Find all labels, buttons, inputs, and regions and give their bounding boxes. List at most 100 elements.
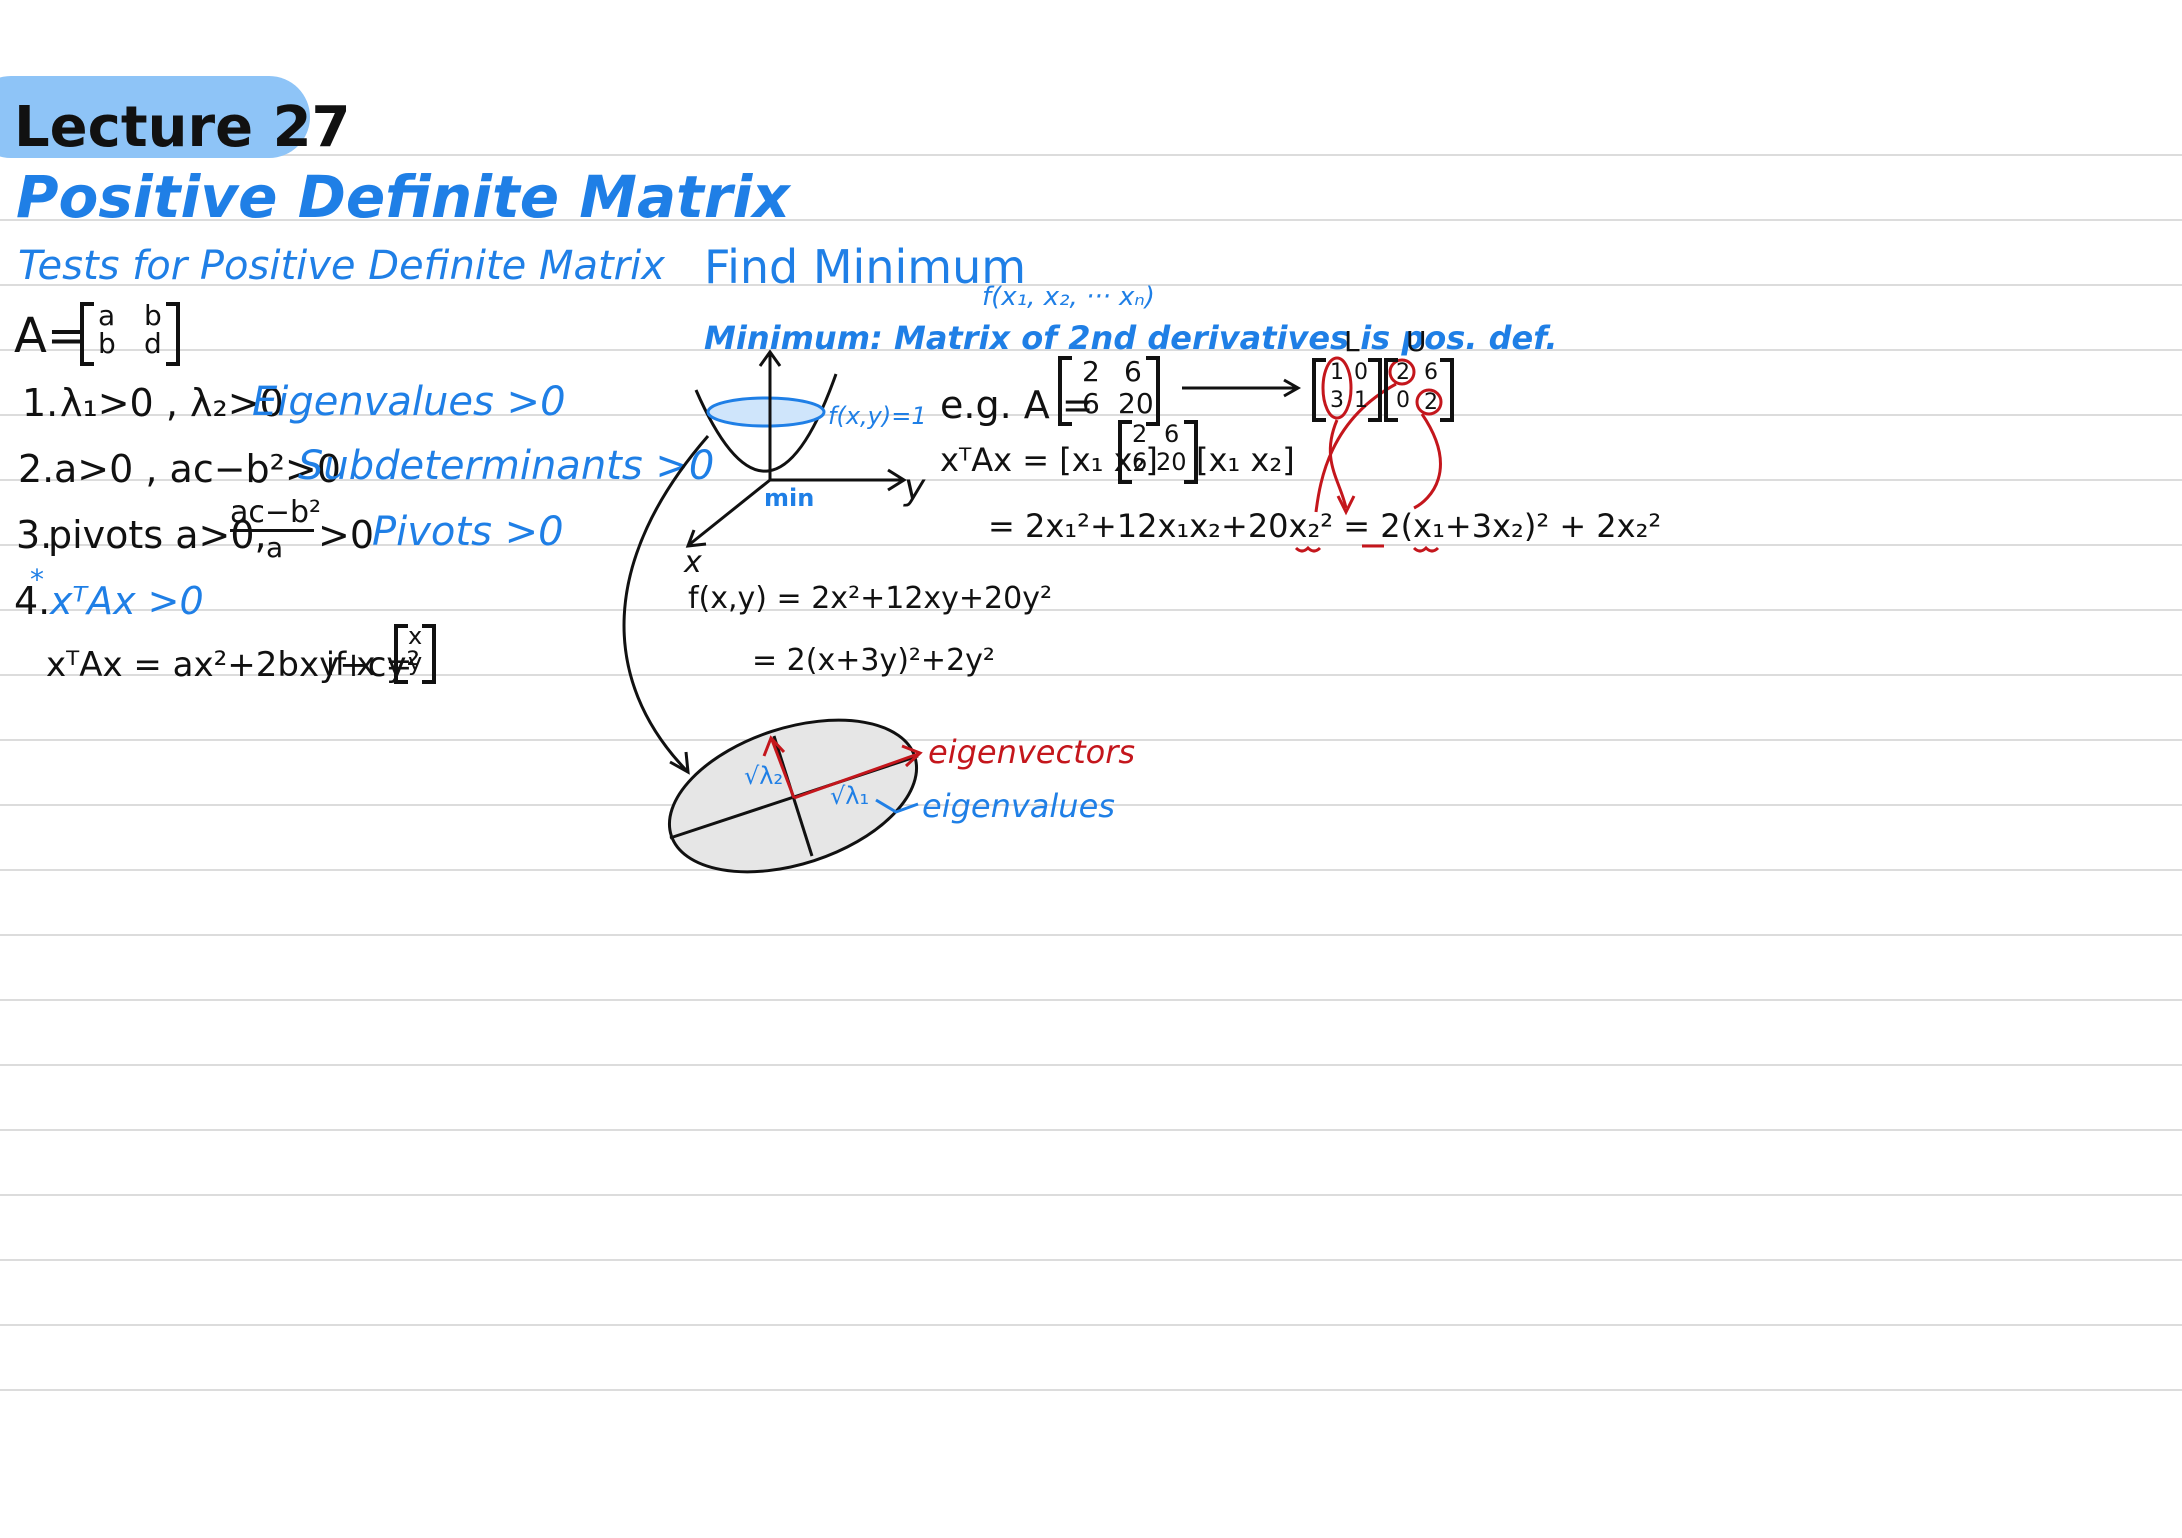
ruled-line xyxy=(0,999,2182,1001)
test-4-number: 4. xyxy=(14,579,51,623)
matrix-a-cell: 2 xyxy=(1082,355,1100,388)
test-1-condition: λ₁>0 , λ₂>0 xyxy=(60,381,284,425)
ruled-line xyxy=(0,674,2182,676)
eigenvectors-label: eigenvectors xyxy=(928,733,1136,771)
bracket-right xyxy=(1184,420,1198,484)
test-2-condition: a>0 , ac−b²>0 xyxy=(54,447,341,491)
title-highlight xyxy=(0,76,310,158)
ruled-line xyxy=(0,284,2182,286)
level-set-ellipse xyxy=(706,396,826,428)
function-completed-square: = 2(x+3y)²+2y² xyxy=(752,643,995,678)
bracket-right xyxy=(422,624,436,684)
u-cell: 2 xyxy=(1396,360,1410,385)
test-1-name: Eigenvalues >0 xyxy=(252,379,566,425)
bracket-right xyxy=(1146,356,1160,426)
test-3-number: 3. xyxy=(16,513,53,557)
bracket-left xyxy=(1058,356,1072,426)
ruled-line xyxy=(0,219,2182,221)
z-axis-arrowhead xyxy=(758,349,782,367)
sqrt-lambda-2-label: √λ₂ xyxy=(744,762,784,790)
eigenvalues-pointer xyxy=(875,798,919,814)
ruled-line xyxy=(0,934,2182,936)
ruled-line xyxy=(0,349,2182,351)
eigenvector-1 xyxy=(793,752,919,800)
sqrt-lambda-1-label: √λ₁ xyxy=(830,782,870,810)
eigenvalues-label: eigenvalues xyxy=(922,787,1115,825)
test-2-name: Subdeterminants >0 xyxy=(298,443,715,489)
ruled-line xyxy=(0,154,2182,156)
l-cell: 1 xyxy=(1354,388,1368,413)
bracket-left xyxy=(1312,358,1326,422)
function-variables: f(x₁, x₂, ··· xₙ) xyxy=(982,282,1155,312)
bracket-left xyxy=(80,302,94,366)
bracket-left xyxy=(394,624,408,684)
u-cell: 2 xyxy=(1424,390,1438,415)
curved-arrow-head xyxy=(669,751,690,775)
matrix-a-cell: 2 xyxy=(1132,420,1148,448)
l-label: L xyxy=(1344,325,1360,358)
test-2-number: 2. xyxy=(18,447,55,491)
bracket-right xyxy=(1440,358,1454,422)
ruled-line xyxy=(0,1064,2182,1066)
matrix-lhs: A= xyxy=(14,308,88,364)
matrix-cell: b xyxy=(144,299,162,332)
lecture-title: Lecture 27 xyxy=(14,95,351,160)
x-axis-arrowhead xyxy=(685,529,707,548)
bracket-left xyxy=(1384,358,1398,422)
matrix-a-cell: 20 xyxy=(1156,448,1187,476)
eigenvector-2 xyxy=(770,739,796,799)
test-3-fraction-numerator: ac−b² xyxy=(230,495,322,530)
test-3-name: Pivots >0 xyxy=(372,509,564,555)
y-axis-arrowhead xyxy=(887,468,907,492)
ruled-line xyxy=(0,609,2182,611)
fraction-bar xyxy=(230,529,314,532)
bowl-level-label: f(x,y)=1 xyxy=(828,402,927,430)
ruled-line xyxy=(0,1129,2182,1131)
min-label: min xyxy=(764,484,815,512)
red-arrow-u2 xyxy=(1413,413,1442,510)
matrix-a-cell: 20 xyxy=(1118,387,1154,420)
pivot-circle-2 xyxy=(1415,388,1443,416)
ruled-line xyxy=(0,804,2182,806)
x-axis-label: x xyxy=(684,545,702,580)
section-heading-minimum: Find Minimum xyxy=(704,240,1027,294)
matrix-a-cell: 6 xyxy=(1124,355,1142,388)
matrix-cell: b xyxy=(98,327,116,360)
eigenvector-1-head xyxy=(901,744,923,768)
curved-arrow xyxy=(622,435,710,772)
vector-cell: x xyxy=(408,622,423,650)
test-4-star: * xyxy=(30,563,44,596)
ruled-line xyxy=(0,1324,2182,1326)
l-cell: 0 xyxy=(1354,360,1368,385)
function-expression: f(x,y) = 2x²+12xy+20y² xyxy=(688,581,1052,616)
matrix-cell: a xyxy=(98,299,116,332)
red-arrow-l xyxy=(1328,419,1348,509)
test-1-number: 1. xyxy=(22,381,59,425)
section-heading-tests: Tests for Positive Definite Matrix xyxy=(18,243,665,289)
lu-arrow-head xyxy=(1283,378,1302,398)
page-title: Positive Definite Matrix xyxy=(16,163,790,231)
matrix-a-cell: 6 xyxy=(1164,420,1180,448)
test-3-condition-tail: >0 xyxy=(318,513,375,557)
x-vector: [x₁ x₂] xyxy=(1196,441,1295,479)
l-column-circle xyxy=(1321,356,1353,420)
minimum-rule: Minimum: Matrix of 2nd derivatives is po… xyxy=(704,319,1558,357)
red-arrow-u1 xyxy=(1314,382,1397,513)
u-cell: 6 xyxy=(1424,360,1438,385)
ruled-line xyxy=(0,414,2182,416)
y-axis-label: y xyxy=(904,467,926,508)
matrix-a-cell: 6 xyxy=(1132,448,1148,476)
bracket-right xyxy=(166,302,180,366)
ruled-line xyxy=(0,1259,2182,1261)
example-label: e.g. A = xyxy=(940,383,1094,427)
l-cell: 3 xyxy=(1330,388,1344,413)
underline-2 xyxy=(1294,545,1322,553)
x-axis xyxy=(689,478,771,546)
matrix-cell: d xyxy=(144,327,162,360)
ruled-line xyxy=(0,544,2182,546)
bracket-right xyxy=(1368,358,1382,422)
test-3-fraction-denominator: a xyxy=(266,531,284,564)
test-4-condition: xᵀAx >0 xyxy=(50,579,204,623)
